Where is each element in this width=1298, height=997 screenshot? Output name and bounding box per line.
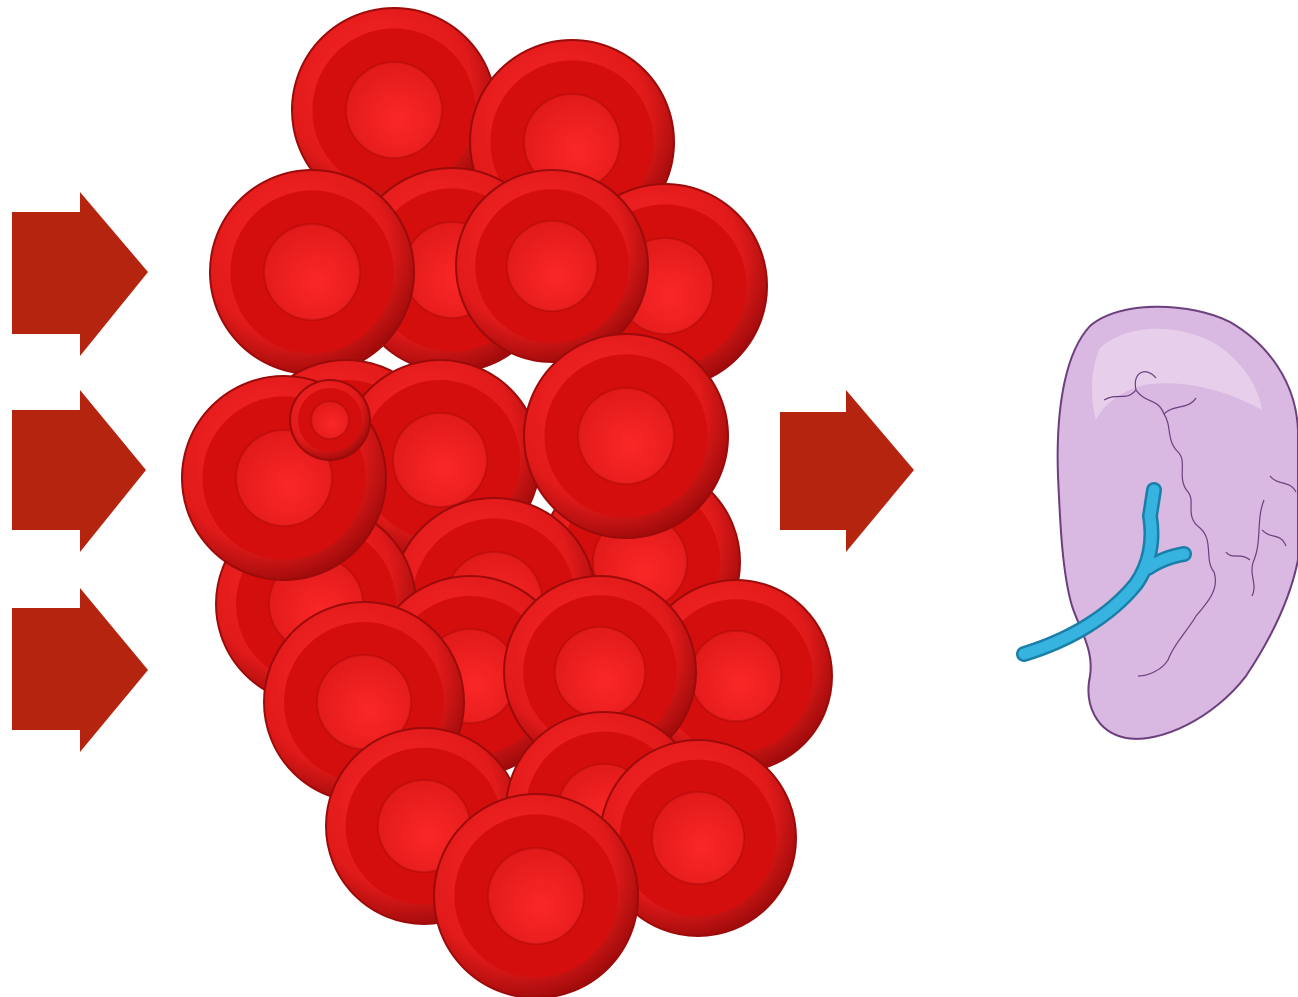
spleen-icon	[1024, 307, 1298, 739]
input-arrow	[12, 192, 148, 356]
red-blood-cell	[210, 170, 414, 374]
input-arrow	[12, 390, 146, 552]
output-arrow	[780, 390, 914, 552]
red-blood-cell	[434, 794, 638, 997]
red-blood-cell	[290, 380, 370, 460]
red-blood-cell	[524, 334, 728, 538]
input-arrow	[12, 588, 148, 752]
input-arrows	[12, 192, 148, 752]
red-blood-cell-cluster	[182, 8, 832, 997]
red-blood-cell	[456, 170, 648, 362]
